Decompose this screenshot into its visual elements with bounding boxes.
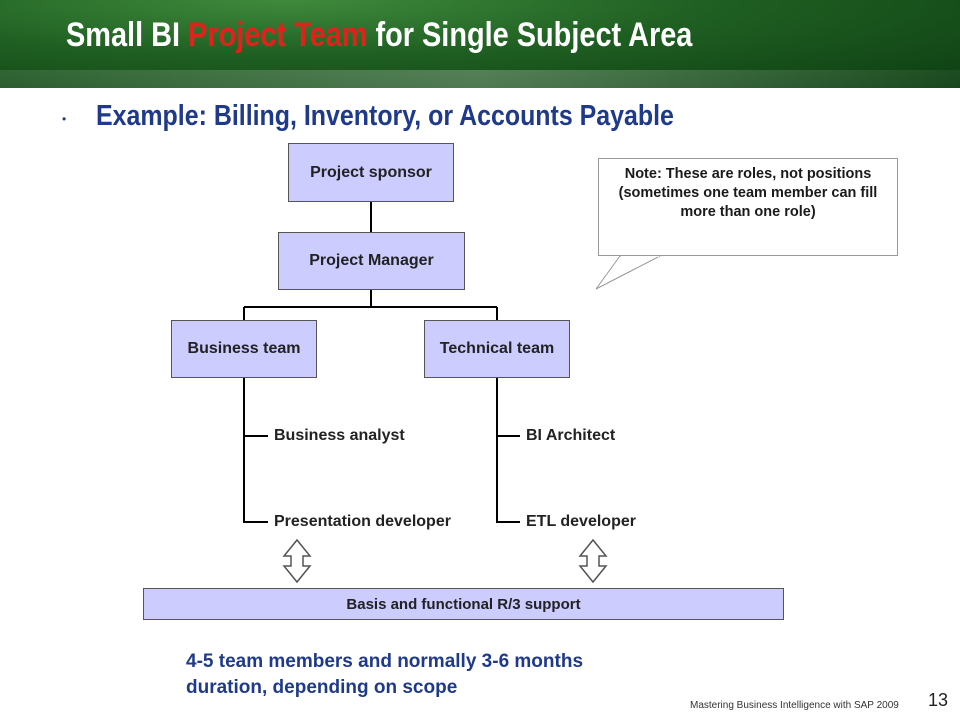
roles-note-callout: Note: These are roles, not positions (so…: [598, 158, 898, 256]
summary-text: 4-5 team members and normally 3-6 months…: [186, 649, 583, 701]
project-manager-box: Project Manager: [278, 232, 465, 290]
presentation-developer-label: Presentation developer: [274, 513, 451, 530]
business-members-connector: [243, 378, 268, 523]
header-streak: [0, 70, 960, 88]
slide-title: Small BI Project Team for Single Subject…: [66, 16, 692, 55]
project-sponsor-box: Project sponsor: [288, 143, 454, 202]
business-analyst-label: Business analyst: [274, 427, 405, 444]
support-box: Basis and functional R/3 support: [143, 588, 784, 620]
title-part1: Small BI: [66, 16, 189, 54]
header-banner: Small BI Project Team for Single Subject…: [0, 0, 960, 88]
bullet-icon: •: [62, 112, 67, 126]
right-double-arrow-icon: [578, 538, 608, 584]
technical-team-box: Technical team: [424, 320, 570, 378]
footer-text: Mastering Business Intelligence with SAP…: [690, 700, 899, 711]
subtitle: Example: Billing, Inventory, or Accounts…: [96, 100, 674, 132]
page-number: 13: [928, 690, 949, 710]
bi-architect-label: BI Architect: [526, 427, 616, 444]
summary-line-1: 4-5 team members and normally 3-6 months: [186, 651, 584, 672]
etl-developer-label: ETL developer: [526, 513, 636, 530]
left-double-arrow-icon: [282, 538, 312, 584]
title-part2: for Single Subject Area: [367, 16, 693, 54]
note-callout-tail: [595, 255, 661, 290]
business-team-box: Business team: [171, 320, 317, 378]
technical-members-connector: [496, 378, 520, 523]
title-accent: Project Team: [188, 16, 368, 54]
summary-line-2: duration, depending on scope: [186, 677, 458, 698]
